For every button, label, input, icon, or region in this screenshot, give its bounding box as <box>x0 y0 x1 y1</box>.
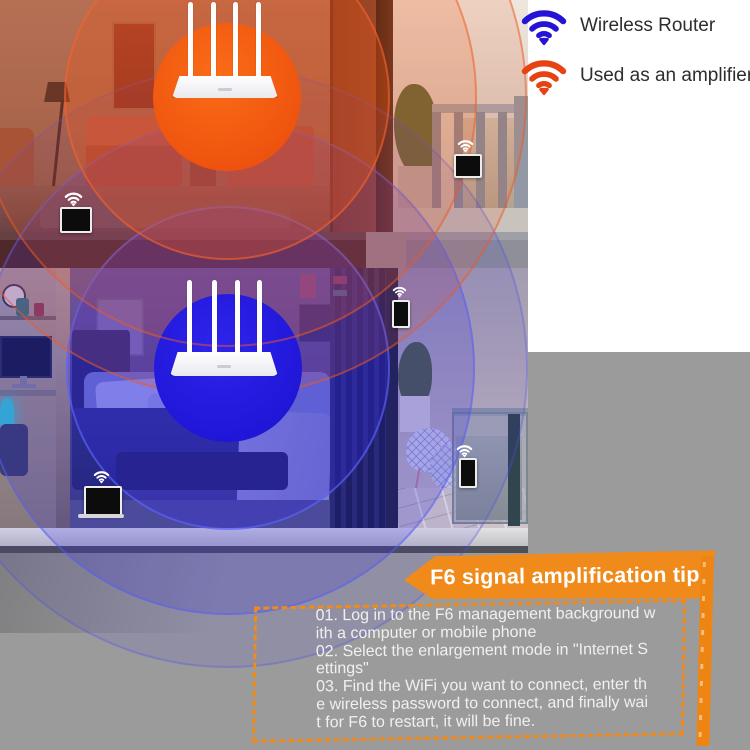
wifi-icon <box>392 286 407 298</box>
tablet-device <box>60 207 92 233</box>
router-antenna <box>233 2 238 78</box>
wifi-icon <box>520 54 568 97</box>
laptop-base <box>78 514 124 518</box>
tips-banner-stitching <box>698 561 706 740</box>
router-antenna <box>256 2 261 78</box>
router-antenna <box>212 280 217 354</box>
router-antenna <box>211 2 216 78</box>
legend-item-wireless-router: Wireless Router <box>520 4 715 47</box>
router-antenna <box>188 2 193 78</box>
phone-device <box>392 300 410 328</box>
balcony-phone-device <box>459 458 477 488</box>
legend-item-amplifier: Used as an amplifier <box>520 54 750 97</box>
router-body <box>170 352 278 376</box>
laptop-device <box>84 486 122 516</box>
background-white-panel <box>528 0 750 352</box>
wifi-icon <box>93 471 110 484</box>
tips-steps-text: 01. Log in to the F6 management backgrou… <box>315 604 656 732</box>
router-antenna <box>257 280 262 354</box>
balcony-tablet-device <box>454 154 482 178</box>
router-antenna <box>235 280 240 354</box>
wifi-icon <box>456 445 473 458</box>
tips-banner: F6 signal amplification tips <box>404 550 716 601</box>
wifi-icon <box>457 140 474 153</box>
wifi-icon <box>520 4 568 47</box>
tips-banner-title: F6 signal amplification tips <box>430 561 712 589</box>
router-body <box>172 76 278 98</box>
wifi-icon <box>64 192 83 207</box>
router-logo <box>217 365 231 369</box>
legend-label: Wireless Router <box>580 14 716 36</box>
router-logo <box>218 88 232 92</box>
legend-label: Used as an amplifier <box>580 64 750 86</box>
router-antenna <box>187 280 192 354</box>
